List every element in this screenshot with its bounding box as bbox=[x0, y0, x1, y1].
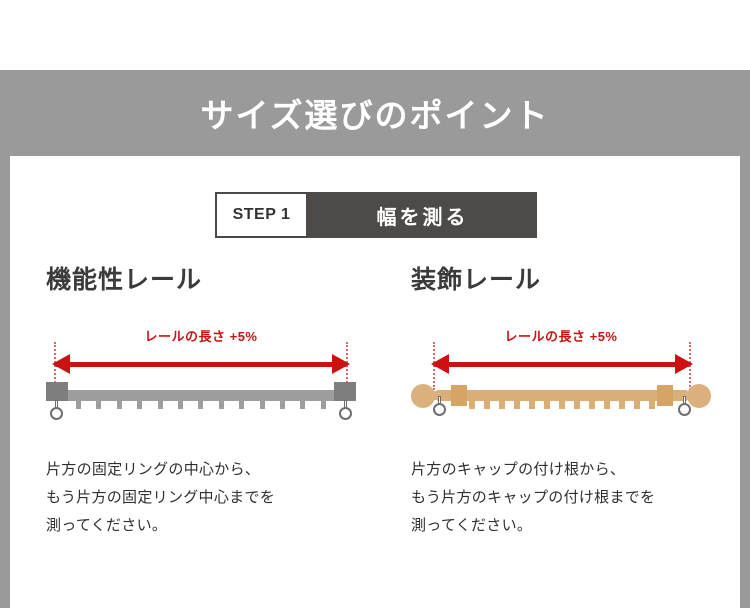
rail-bar bbox=[54, 390, 348, 401]
measure-arrow-line bbox=[56, 362, 346, 367]
arrow-head-left-icon bbox=[52, 354, 70, 374]
finial-neck-left-icon bbox=[431, 391, 441, 400]
rail-endcap-right-icon bbox=[334, 382, 356, 401]
step-header: STEP 1 幅を測る bbox=[215, 192, 537, 238]
arrow-head-left-icon bbox=[431, 354, 449, 374]
caption-line: 測ってください。 bbox=[411, 516, 533, 534]
rail-rod bbox=[437, 390, 687, 401]
diagram-decorative-rail: レールの長さ +5% bbox=[411, 326, 711, 426]
caption-functional: 片方の固定リングの中心から、 もう片方の固定リング中心までを 測ってください。 bbox=[46, 456, 375, 539]
caption-line: 片方のキャップの付け根から、 bbox=[411, 461, 626, 478]
caption-decorative: 片方のキャップの付け根から、 もう片方のキャップの付け根までを 測ってください。 bbox=[411, 456, 740, 539]
column-decorative-rail: 装飾レール レールの長さ +5% bbox=[375, 260, 740, 539]
rail-bracket-right-icon bbox=[657, 385, 673, 406]
rail-endcap-left-icon bbox=[46, 382, 68, 401]
cap-ring-right-icon bbox=[678, 396, 691, 418]
diagram-functional-rail: レールの長さ +5% bbox=[46, 326, 356, 426]
rail-runners bbox=[469, 401, 655, 409]
measure-label-decorative: レールの長さ +5% bbox=[504, 329, 618, 344]
caption-line: もう片方の固定リング中心までを bbox=[46, 488, 276, 506]
measure-label-functional: レールの長さ +5% bbox=[144, 329, 258, 344]
column-heading-functional: 機能性レール bbox=[46, 266, 203, 294]
functional-rail-illustration bbox=[46, 382, 356, 426]
decorative-rail-illustration bbox=[411, 378, 711, 426]
fixed-ring-left-icon bbox=[50, 400, 63, 422]
caption-line: もう片方のキャップの付け根までを bbox=[411, 488, 656, 506]
finial-neck-right-icon bbox=[683, 391, 693, 400]
caption-line: 測ってください。 bbox=[46, 516, 168, 534]
rail-comparison-columns: 機能性レール レールの長さ +5% bbox=[10, 260, 740, 539]
cap-ring-left-icon bbox=[433, 396, 446, 418]
rail-runners bbox=[76, 401, 326, 409]
step-title: 幅を測る bbox=[308, 192, 537, 238]
arrow-head-right-icon bbox=[675, 354, 693, 374]
column-heading-decorative: 装飾レール bbox=[411, 266, 542, 294]
column-functional-rail: 機能性レール レールの長さ +5% bbox=[10, 260, 375, 539]
measure-arrow-line bbox=[435, 362, 689, 367]
arrow-head-right-icon bbox=[332, 354, 350, 374]
content-panel: STEP 1 幅を測る 機能性レール レールの長さ +5% bbox=[10, 156, 740, 608]
rail-bracket-left-icon bbox=[451, 385, 467, 406]
step-number-badge: STEP 1 bbox=[215, 192, 308, 238]
page-title: サイズ選びのポイント bbox=[200, 97, 550, 134]
caption-line: 片方の固定リングの中心から、 bbox=[46, 461, 261, 478]
fixed-ring-right-icon bbox=[339, 400, 352, 422]
